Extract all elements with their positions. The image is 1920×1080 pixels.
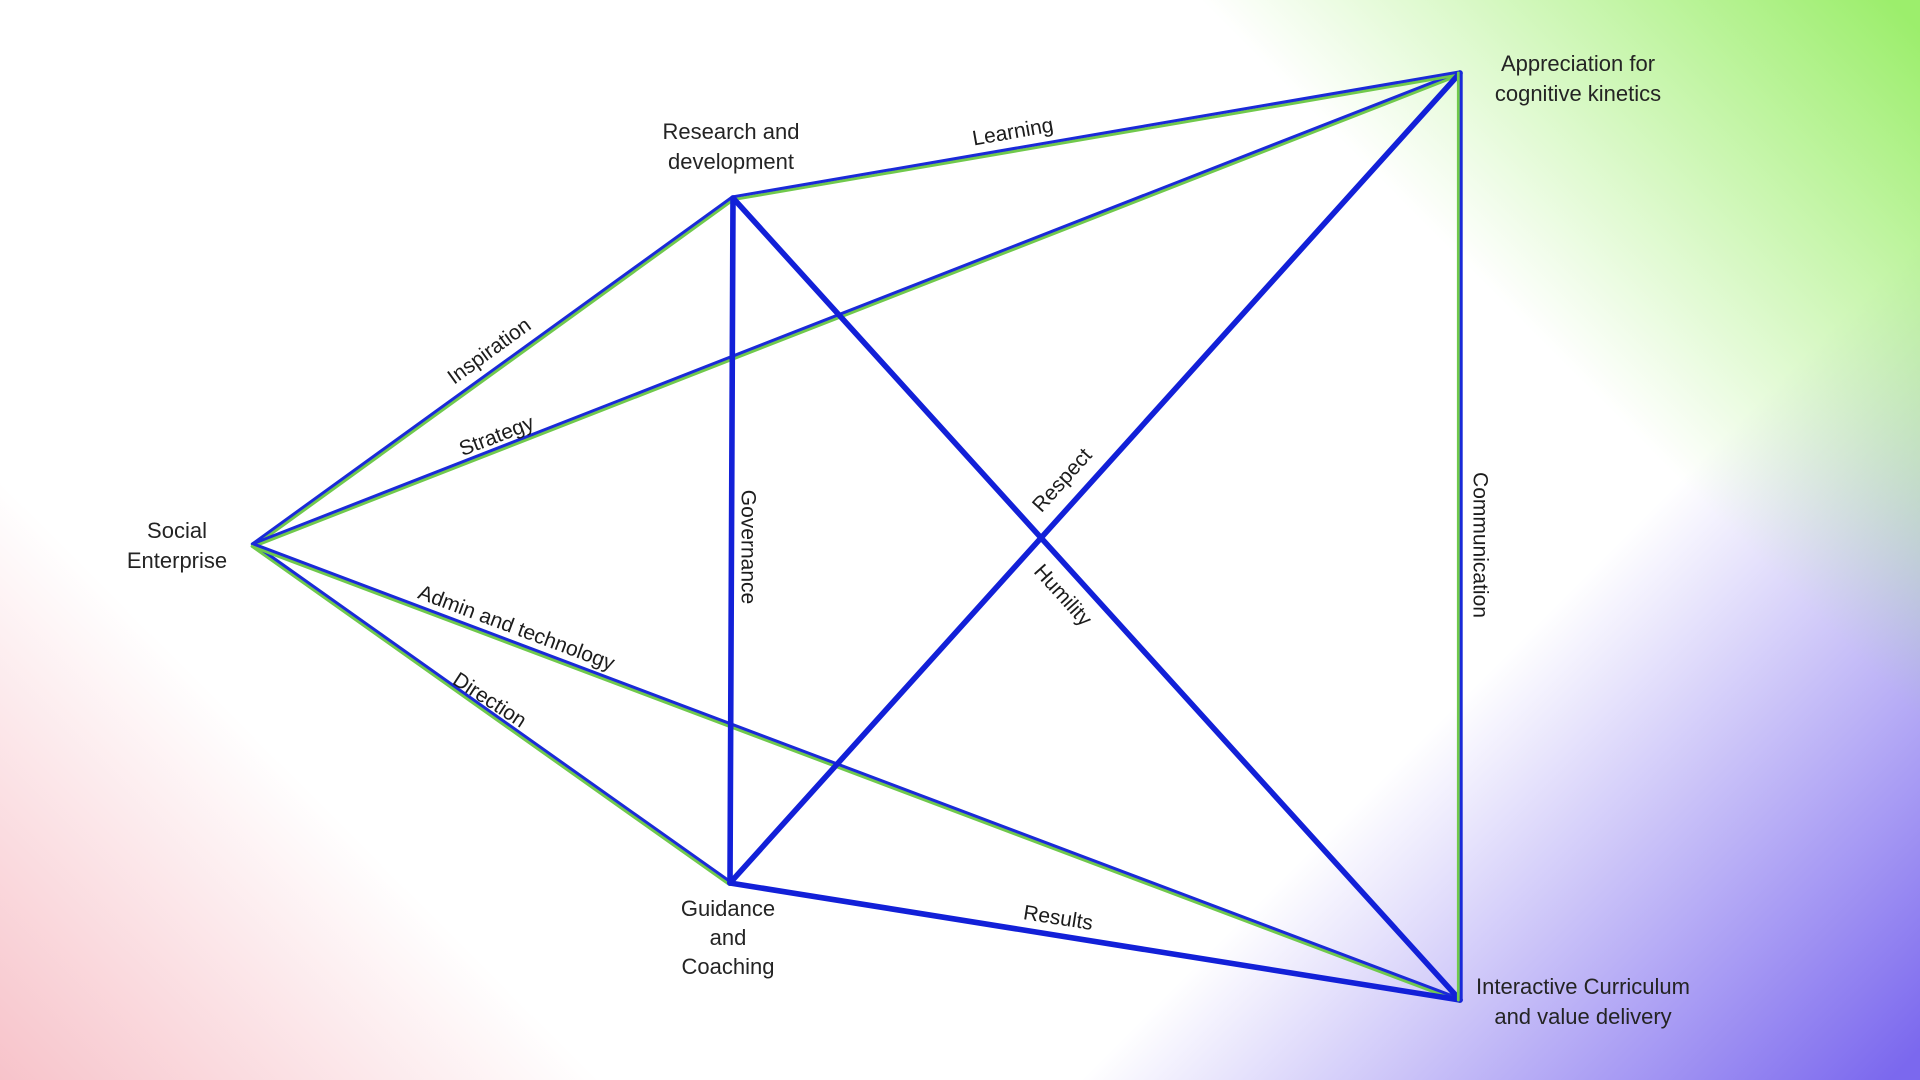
edge-label-direction: Direction xyxy=(449,668,531,732)
edge-label-governance: Governance xyxy=(736,490,759,604)
edge-line-green xyxy=(252,197,736,548)
edge-line-blue-bold xyxy=(727,880,1463,1003)
edge-inspiration xyxy=(250,195,736,548)
edge-line-blue xyxy=(250,195,734,546)
edge-direction xyxy=(250,542,733,886)
edge-learning xyxy=(731,70,1462,202)
edge-admin-and-technology xyxy=(250,542,1462,1003)
edge-line-blue xyxy=(252,542,733,884)
edge-label-admin-and-technology: Admin and technology xyxy=(415,581,618,675)
edge-line-green xyxy=(250,544,1461,1003)
edge-strategy xyxy=(251,70,1463,548)
edge-line-blue xyxy=(731,70,1462,199)
edge-label-humility: Humility xyxy=(1029,560,1096,631)
edge-line-green xyxy=(252,72,1463,548)
edge-label-strategy: Strategy xyxy=(456,411,538,461)
edge-line-blue xyxy=(251,70,1462,546)
edge-line-blue-bold xyxy=(727,70,1463,886)
edge-line-green xyxy=(731,73,1462,202)
edge-line-blue-bold xyxy=(727,195,736,886)
edge-label-respect: Respect xyxy=(1028,444,1097,517)
edge-line-blue xyxy=(251,542,1462,1001)
edge-label-communication: Communication xyxy=(1468,472,1491,618)
edge-humility xyxy=(730,195,1463,1003)
edge-governance xyxy=(727,195,736,886)
edge-communication xyxy=(1456,71,1463,1002)
edge-line-green xyxy=(250,544,731,886)
edge-respect xyxy=(727,70,1463,886)
edge-results xyxy=(727,880,1463,1003)
edge-line-blue-bold xyxy=(730,195,1463,1003)
